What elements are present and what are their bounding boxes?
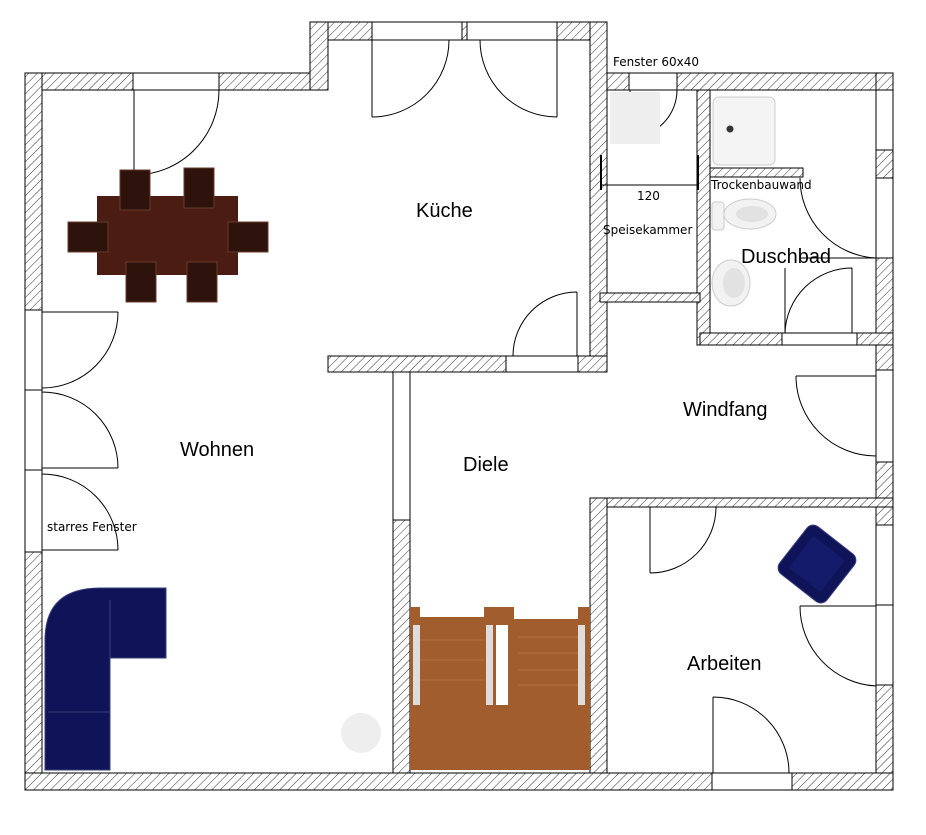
- window: [24, 309, 43, 391]
- window: [875, 604, 894, 686]
- fixed-window-swing: [41, 473, 119, 551]
- dimension-line: [600, 155, 699, 190]
- doors: [41, 39, 877, 774]
- window-note: Fenster 60x40: [613, 55, 699, 69]
- windows: [24, 21, 894, 791]
- window: [875, 524, 894, 606]
- window: [875, 369, 894, 463]
- chair: [67, 221, 109, 253]
- window: [875, 89, 894, 151]
- room-label-wohnen: Wohnen: [180, 439, 254, 461]
- washbasin: [711, 259, 751, 307]
- door: [799, 605, 877, 687]
- window: [132, 72, 220, 91]
- chair: [186, 261, 218, 303]
- door: [784, 267, 853, 334]
- fixed-window-note: starres Fenster: [47, 520, 137, 534]
- drywall-note: Trockenbauwand: [710, 178, 812, 192]
- room-label-kueche: Küche: [416, 200, 473, 222]
- door: [712, 696, 790, 774]
- door: [799, 177, 877, 259]
- chair: [227, 221, 269, 253]
- door: [133, 89, 220, 176]
- door: [41, 311, 119, 389]
- chair: [125, 261, 157, 303]
- door: [371, 39, 450, 118]
- window: [371, 21, 463, 41]
- door: [479, 39, 558, 118]
- door: [512, 291, 578, 357]
- room-label-diele: Diele: [463, 454, 509, 476]
- door: [41, 391, 119, 469]
- fixed-window: [24, 469, 43, 553]
- window-60x40: [628, 72, 678, 91]
- window: [24, 389, 43, 471]
- chair: [119, 169, 151, 211]
- armchair: [777, 524, 857, 604]
- staircase: [410, 607, 590, 770]
- pantry-shelf: [610, 92, 660, 144]
- dimension-label: 120: [637, 189, 660, 203]
- corner-sofa: [44, 587, 167, 771]
- window: [466, 21, 558, 41]
- chair: [183, 167, 215, 209]
- shower-tray: [712, 96, 776, 166]
- room-label-duschbad: Duschbad: [741, 246, 831, 268]
- window: [875, 177, 894, 259]
- toilet: [711, 198, 777, 231]
- room-label-speisekammer: Speisekammer: [603, 223, 692, 237]
- window: [711, 772, 793, 791]
- room-label-arbeiten: Arbeiten: [687, 653, 762, 675]
- door: [649, 506, 717, 574]
- interior-walls: [327, 21, 894, 774]
- lamp: [341, 713, 381, 753]
- door: [795, 375, 877, 457]
- room-label-windfang: Windfang: [683, 399, 768, 421]
- dining-table: [67, 167, 269, 303]
